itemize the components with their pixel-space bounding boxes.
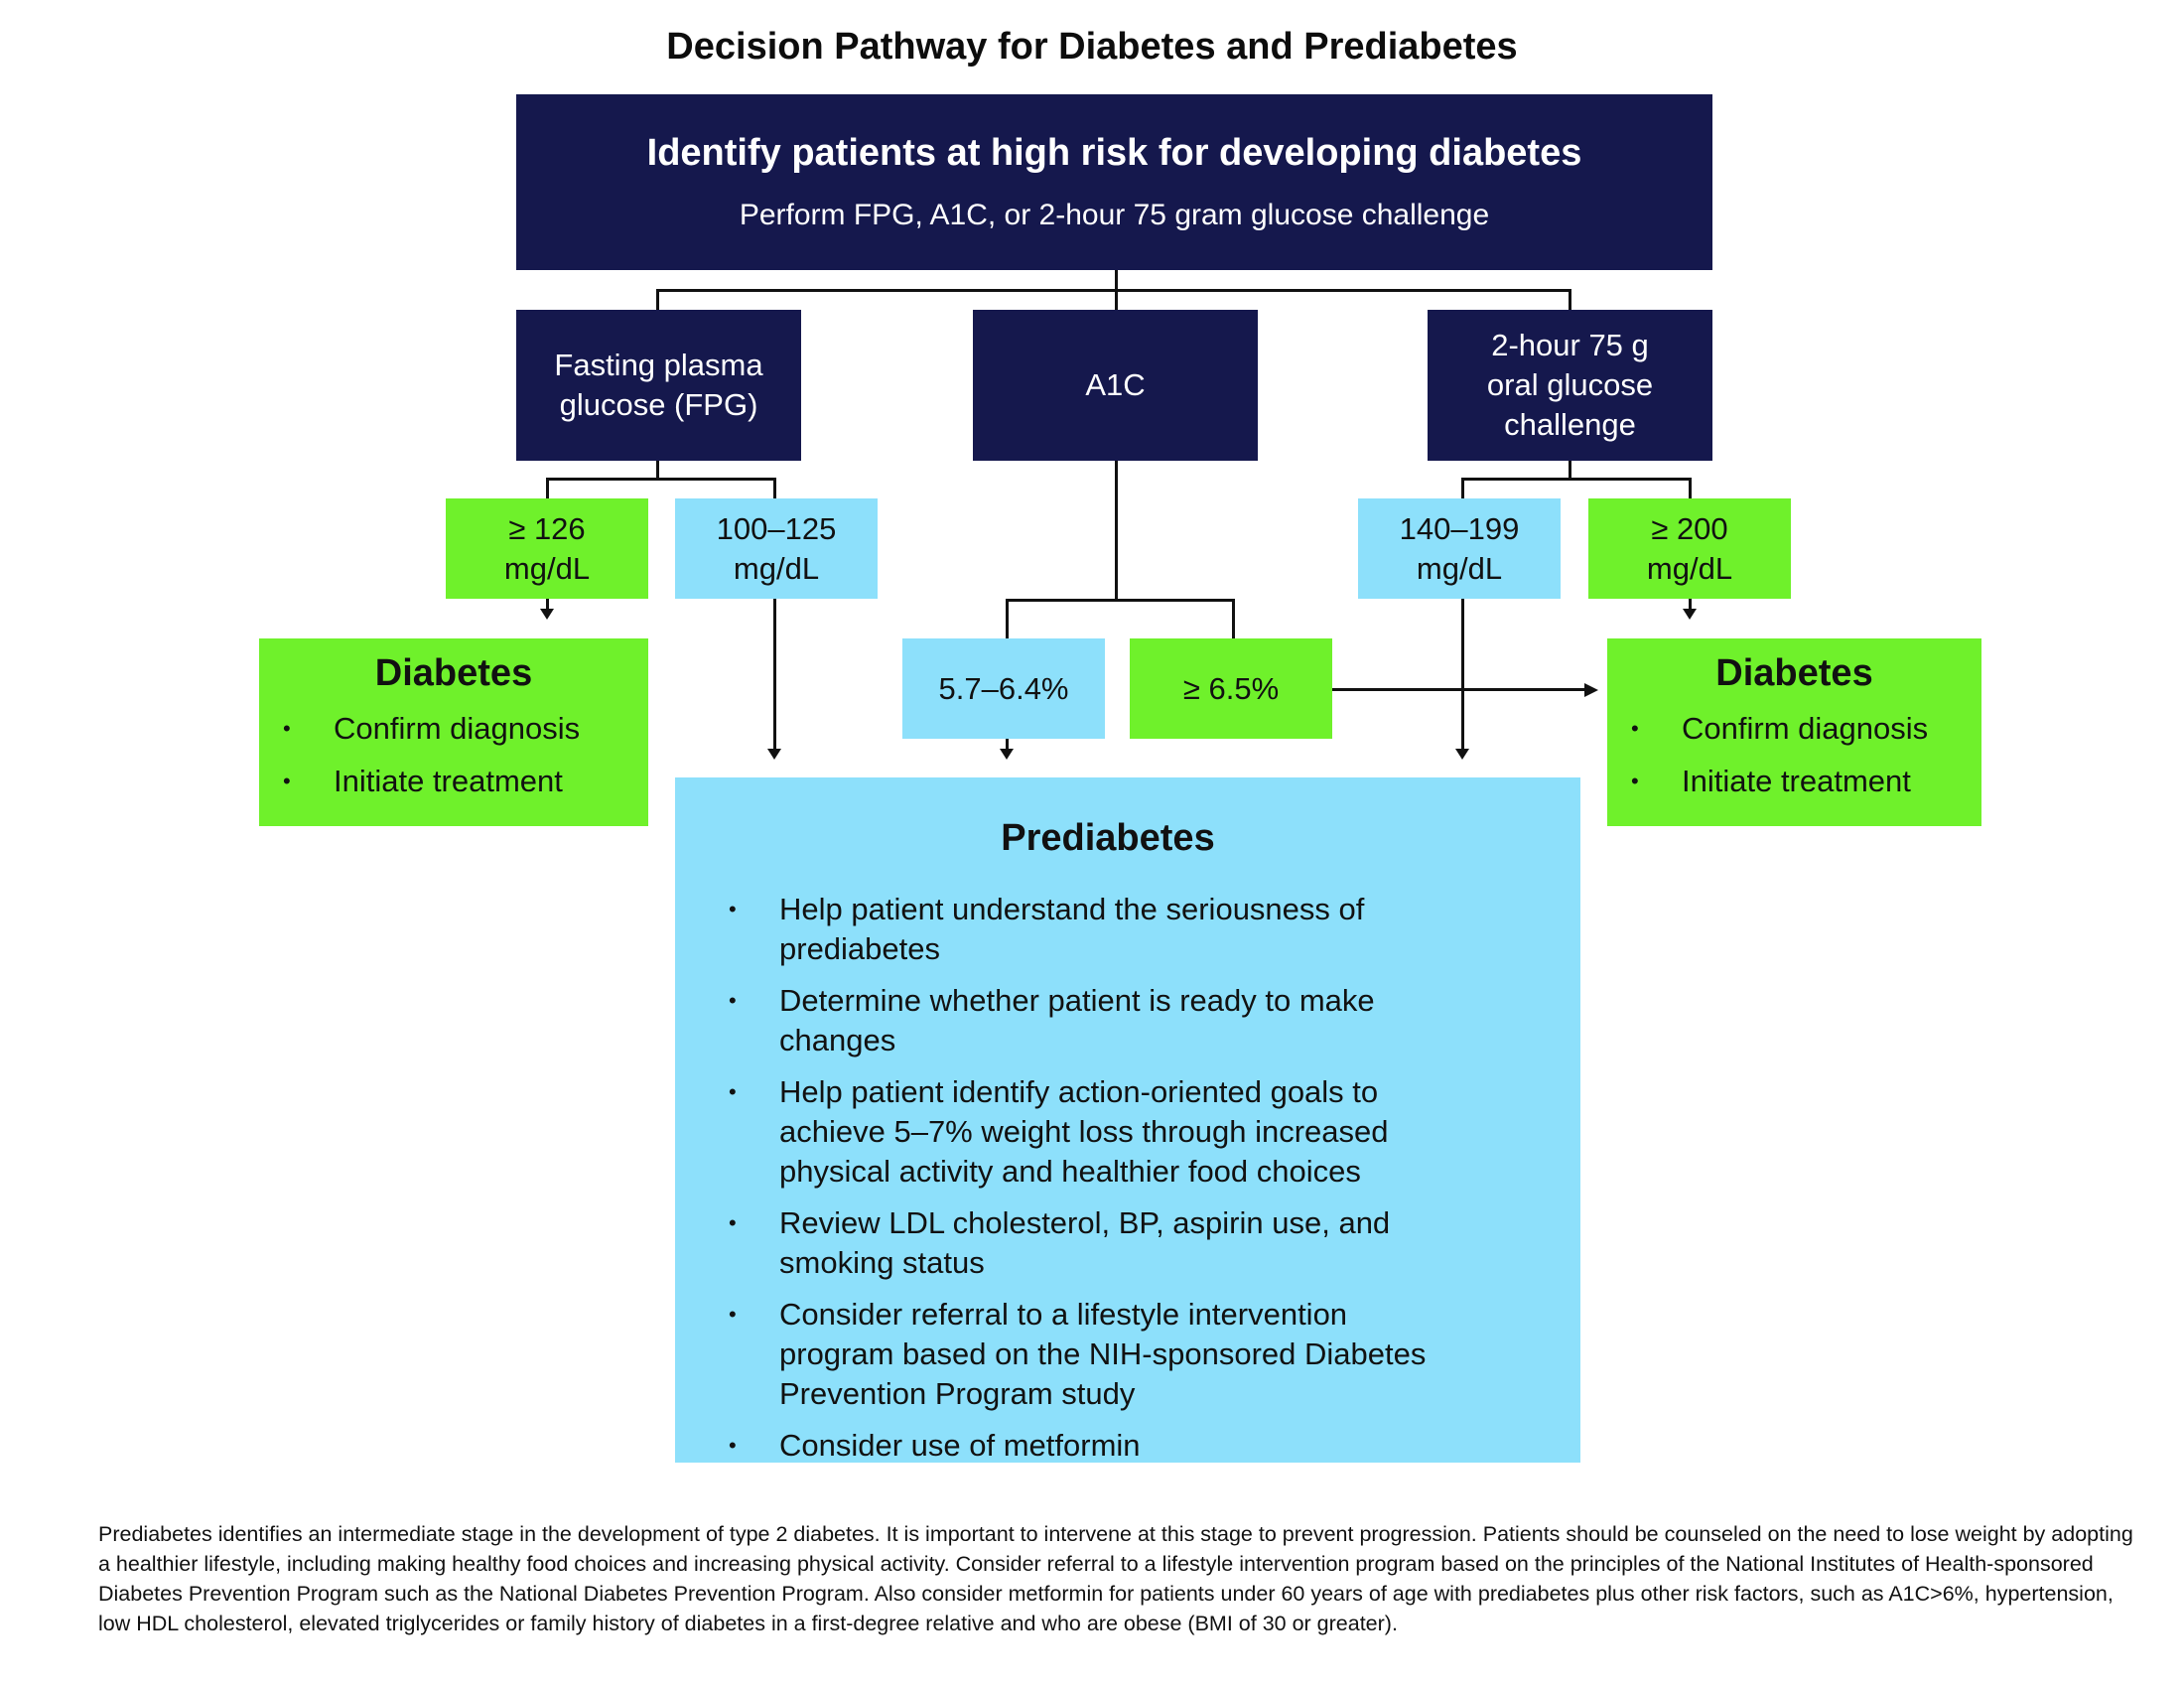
- prediabetes-item: Consider referral to a lifestyle interve…: [705, 1295, 1459, 1414]
- arrow-a1c-diabetes-line: [1332, 688, 1586, 691]
- risk-identification-heading: Identify patients at high risk for devel…: [646, 132, 1582, 174]
- connector-ogtt-left: [1461, 478, 1464, 498]
- diabetes-box-right: Diabetes Confirm diagnosis Initiate trea…: [1607, 638, 1981, 826]
- prediabetes-box: Prediabetes Help patient understand the …: [675, 777, 1580, 1466]
- arrow-fpg-diabetes-line: [546, 599, 549, 611]
- connector-fpg-bar: [546, 478, 776, 481]
- prediabetes-title: Prediabetes: [1001, 817, 1215, 859]
- page-title: Decision Pathway for Diabetes and Predia…: [666, 26, 1518, 68]
- result-ogtt-diabetes: ≥ 200 mg/dL: [1588, 498, 1791, 599]
- connector-to-fpg: [656, 289, 659, 310]
- connector-fpg-right: [773, 478, 776, 498]
- prediabetes-item: Consider use of metformin: [705, 1426, 1459, 1466]
- connector-a1c-trunk: [1115, 461, 1118, 601]
- risk-identification-box: Identify patients at high risk for devel…: [516, 94, 1712, 270]
- test-label-ogtt: 2-hour 75 g oral glucose challenge: [1486, 328, 1654, 442]
- arrow-ogtt-diabetes-line: [1689, 599, 1692, 611]
- connector-ogtt-bar: [1461, 478, 1692, 481]
- connector-a1c-left: [1006, 599, 1009, 638]
- prediabetes-item: Help patient identify action-oriented go…: [705, 1072, 1459, 1192]
- result-ogtt-prediabetes-label: 140–199 mg/dL: [1399, 510, 1520, 586]
- test-box-a1c: A1C: [973, 310, 1258, 461]
- diabetes-right-item: Confirm diagnosis: [1607, 709, 1981, 749]
- arrow-fpg-prediabetes-head: [767, 749, 781, 760]
- result-fpg-diabetes-label: ≥ 126 mg/dL: [503, 510, 591, 586]
- arrow-ogtt-prediabetes-head: [1455, 749, 1469, 760]
- arrow-a1c-prediabetes-head: [1000, 749, 1014, 760]
- result-a1c-prediabetes-label: 5.7–6.4%: [938, 670, 1069, 706]
- result-a1c-diabetes-label: ≥ 6.5%: [1182, 670, 1280, 706]
- prediabetes-item: Determine whether patient is ready to ma…: [705, 981, 1459, 1060]
- diabetes-left-item: Initiate treatment: [259, 762, 648, 801]
- result-fpg-prediabetes: 100–125 mg/dL: [675, 498, 878, 599]
- connector-a1c-right: [1232, 599, 1235, 638]
- prediabetes-item: Review LDL cholesterol, BP, aspirin use,…: [705, 1203, 1459, 1283]
- diabetes-left-item: Confirm diagnosis: [259, 709, 648, 749]
- connector-ogtt-right: [1689, 478, 1692, 498]
- diabetes-left-title: Diabetes: [374, 652, 533, 694]
- connector-to-ogtt: [1569, 289, 1571, 310]
- prediabetes-list: Help patient understand the seriousness …: [675, 890, 1459, 1466]
- prediabetes-item: Help patient understand the seriousness …: [705, 890, 1459, 969]
- footnote: Prediabetes identifies an intermediate s…: [98, 1522, 2133, 1635]
- result-fpg-prediabetes-label: 100–125 mg/dL: [716, 510, 837, 586]
- risk-identification-subheading: Perform FPG, A1C, or 2-hour 75 gram gluc…: [739, 199, 1490, 231]
- connector-fpg-trunk: [656, 461, 659, 479]
- connector-fpg-left: [546, 478, 549, 498]
- arrow-a1c-diabetes-head: [1584, 683, 1598, 697]
- diabetes-right-title: Diabetes: [1715, 652, 1873, 694]
- connector-top-bar: [656, 289, 1571, 292]
- diabetes-box-left: Diabetes Confirm diagnosis Initiate trea…: [259, 638, 648, 826]
- connector-to-a1c: [1115, 289, 1118, 310]
- diabetes-left-list: Confirm diagnosis Initiate treatment: [259, 709, 648, 801]
- test-box-ogtt: 2-hour 75 g oral glucose challenge: [1428, 310, 1712, 461]
- connector-a1c-bar: [1006, 599, 1235, 602]
- connector-top-trunk: [1115, 270, 1118, 290]
- result-ogtt-prediabetes: 140–199 mg/dL: [1358, 498, 1561, 599]
- test-label-a1c: A1C: [1085, 367, 1146, 402]
- result-a1c-prediabetes: 5.7–6.4%: [902, 638, 1105, 739]
- arrow-ogtt-diabetes-head: [1683, 609, 1697, 620]
- result-fpg-diabetes: ≥ 126 mg/dL: [446, 498, 648, 599]
- diabetes-right-list: Confirm diagnosis Initiate treatment: [1607, 709, 1981, 801]
- test-label-fpg: Fasting plasma glucose (FPG): [554, 348, 763, 422]
- result-ogtt-diabetes-label: ≥ 200 mg/dL: [1646, 510, 1733, 586]
- arrow-fpg-prediabetes-line: [773, 599, 776, 751]
- diabetes-right-item: Initiate treatment: [1607, 762, 1981, 801]
- result-a1c-diabetes: ≥ 6.5%: [1130, 638, 1332, 739]
- test-box-fpg: Fasting plasma glucose (FPG): [516, 310, 801, 461]
- arrow-fpg-diabetes-head: [540, 609, 554, 620]
- arrow-a1c-prediabetes-line: [1006, 739, 1009, 751]
- connector-ogtt-trunk: [1569, 461, 1571, 479]
- arrow-ogtt-prediabetes-line: [1461, 599, 1464, 751]
